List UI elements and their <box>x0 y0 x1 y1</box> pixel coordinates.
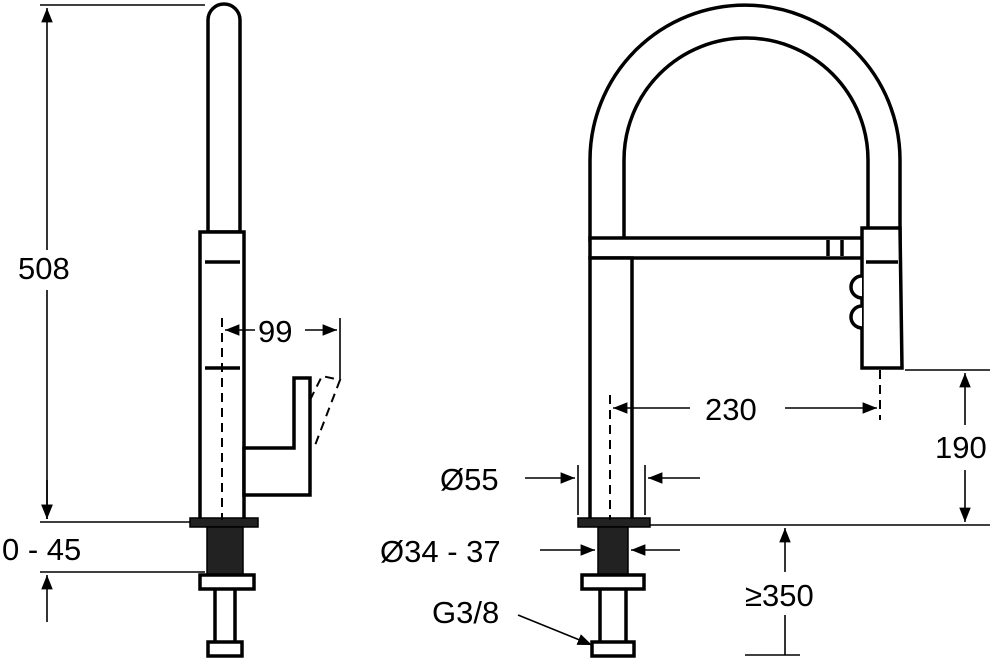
dim-g3-8: G3/8 <box>432 595 499 630</box>
dimension-height: 508 <box>18 4 205 523</box>
dim-diameter-55: Ø55 <box>440 462 499 497</box>
dim-350: ≥350 <box>745 578 814 613</box>
dim-diameter-34-37: Ø34 - 37 <box>380 534 501 569</box>
dimension-under-deck: ≥350 <box>745 528 814 656</box>
dim-190: 190 <box>935 430 987 465</box>
dimension-clearance: 190 <box>650 369 990 526</box>
front-view-faucet <box>577 3 904 658</box>
dim-99: 99 <box>258 314 292 349</box>
connection-label: G3/8 <box>432 595 593 646</box>
dimension-deck: 0 - 45 <box>2 480 205 622</box>
dim-0-45: 0 - 45 <box>2 532 81 567</box>
dimension-spout-reach: 230 <box>609 370 881 520</box>
dim-508: 508 <box>18 251 70 286</box>
dimension-hole-diameter: Ø34 - 37 <box>380 534 680 569</box>
dim-230: 230 <box>705 392 757 427</box>
dimension-lever: 99 <box>221 314 341 520</box>
dimension-body-diameter: Ø55 <box>440 462 700 515</box>
